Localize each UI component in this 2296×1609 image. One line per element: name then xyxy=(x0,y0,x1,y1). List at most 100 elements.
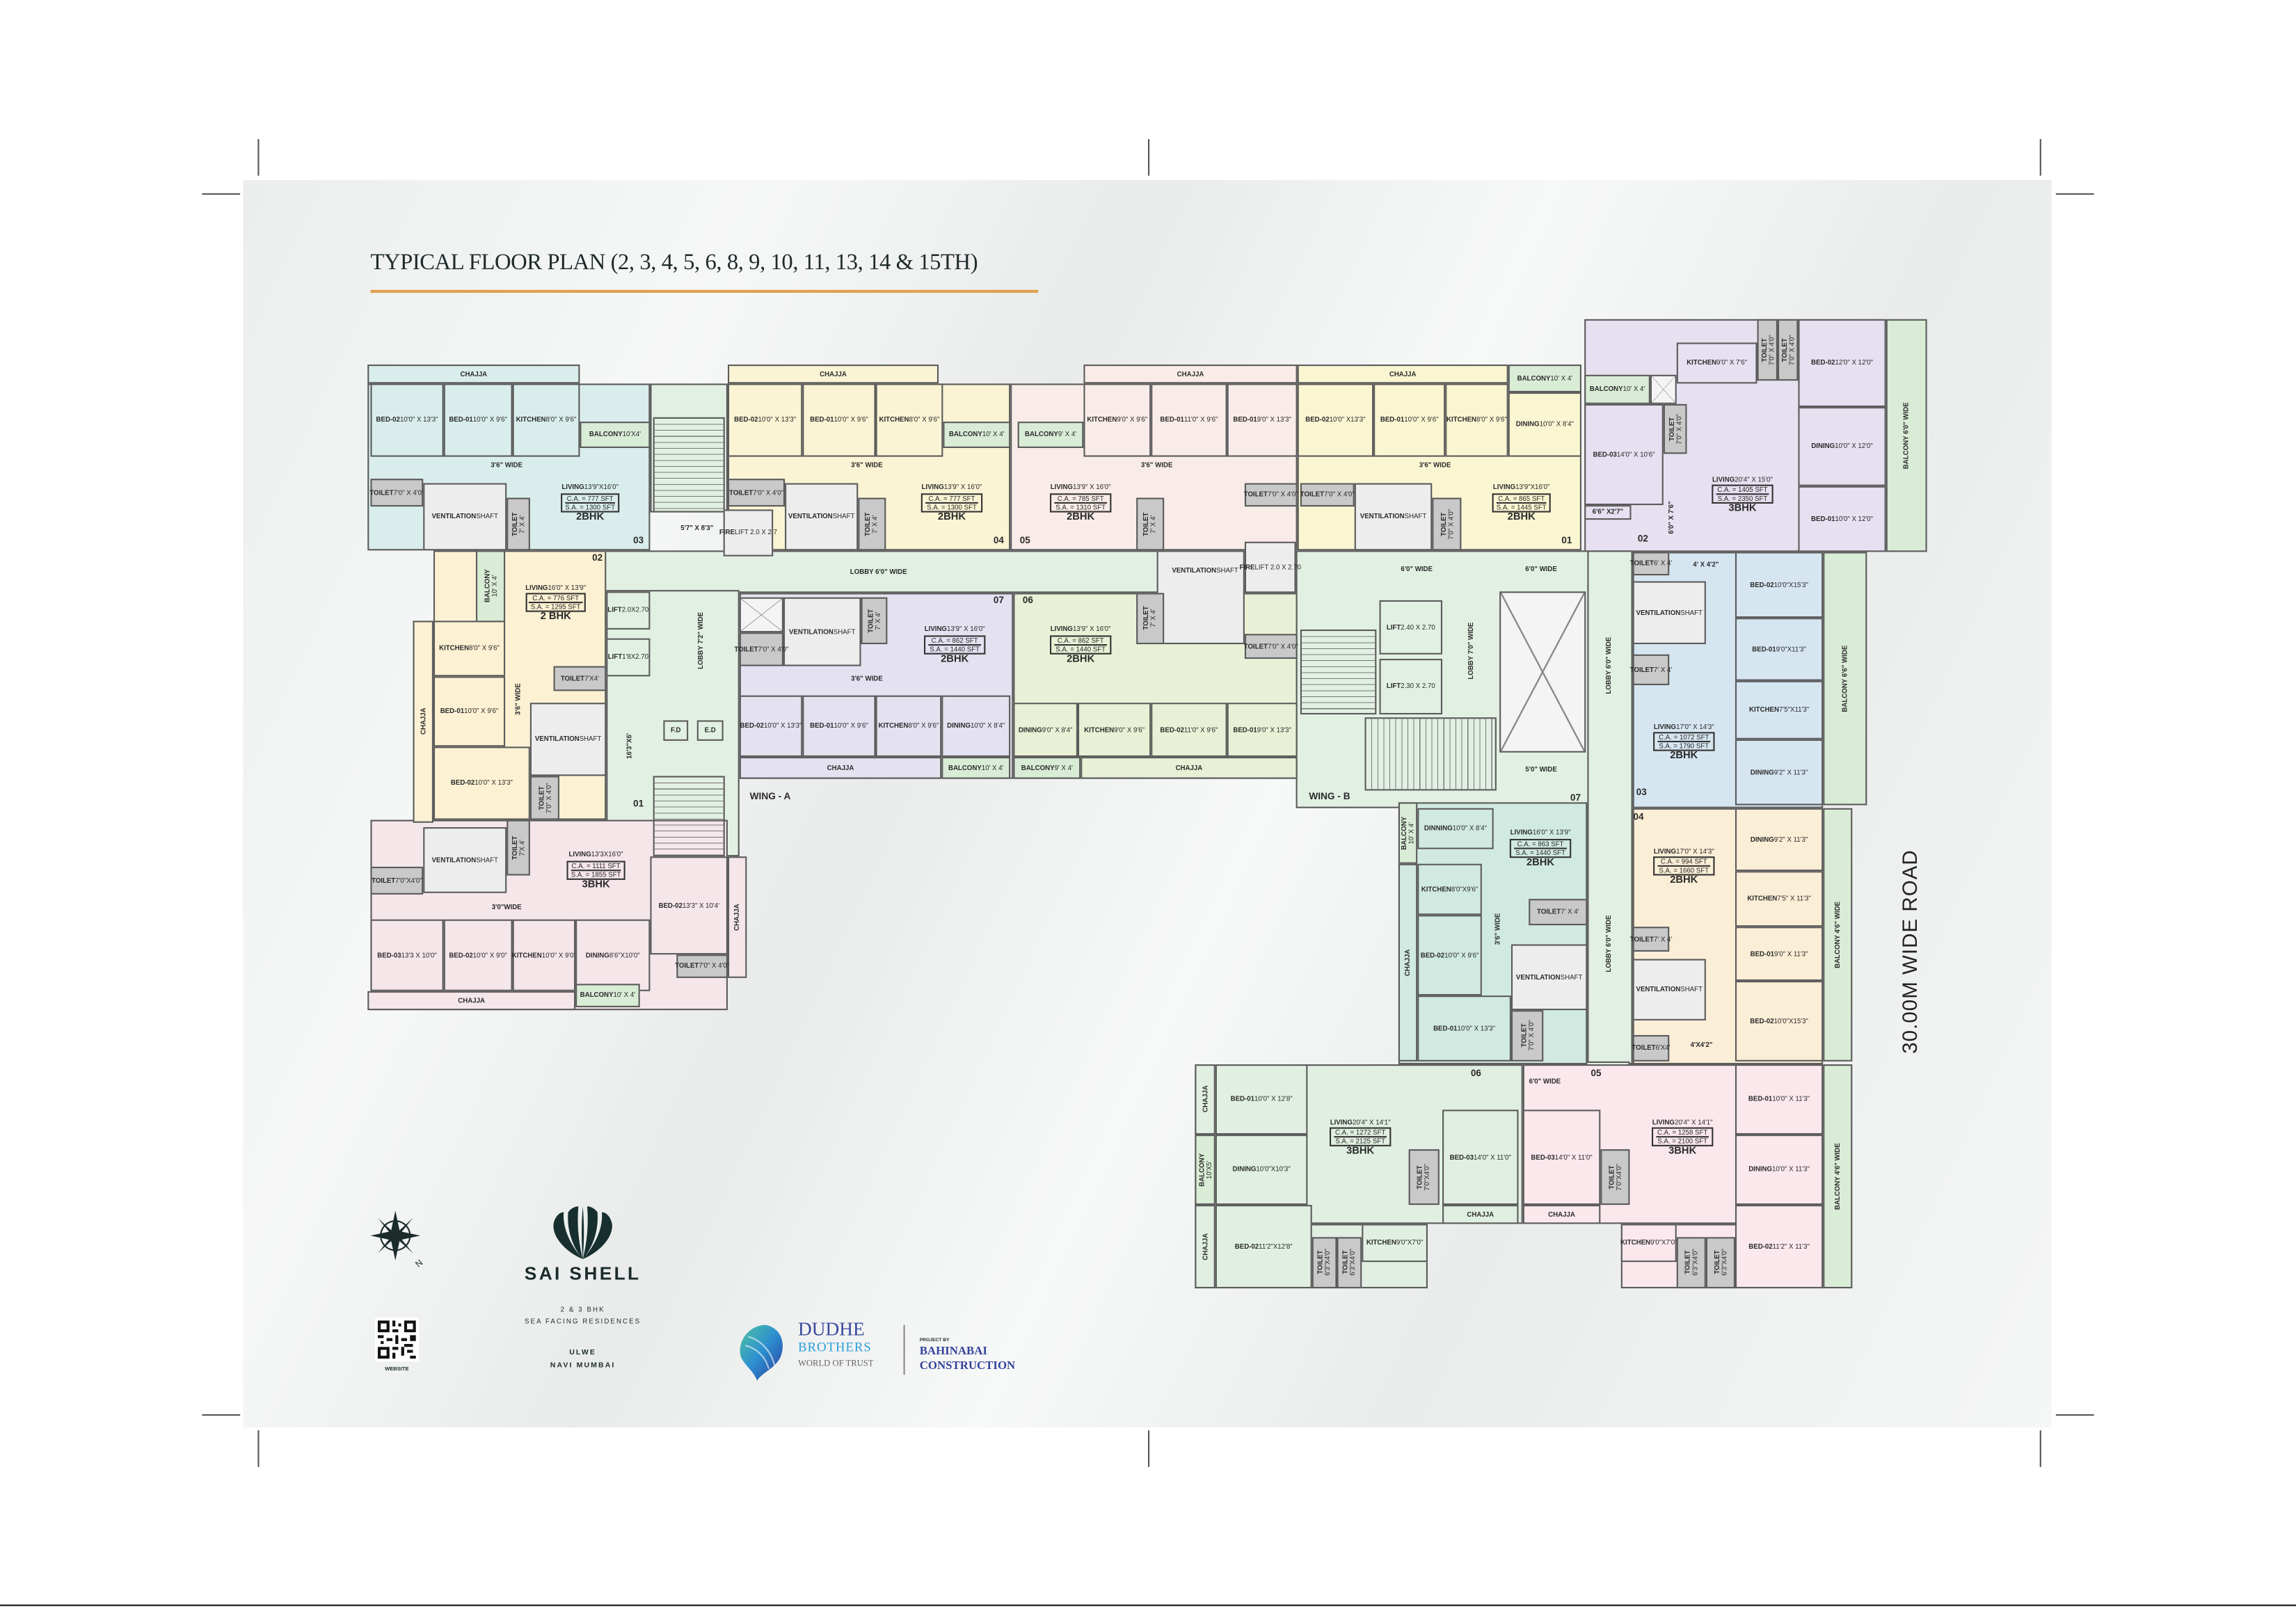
room-carpet-area: C.A. = 1111 SFT xyxy=(571,861,621,870)
room-fire: FIRELIFT 2.0 X 2.7 xyxy=(719,509,778,557)
room-name: CHAJJA xyxy=(1389,370,1417,378)
room-name: 03 xyxy=(1636,788,1647,799)
room-type: 3BHK xyxy=(1728,504,1757,515)
room-name: TOILET xyxy=(734,645,758,653)
room-chajja: CHAJJA xyxy=(1522,1205,1601,1224)
open-cutout xyxy=(1499,591,1586,753)
room-type: 2BHK xyxy=(937,512,966,522)
room-chajja: CHAJJA xyxy=(1195,1064,1215,1135)
room-name: LIVING xyxy=(1492,483,1516,491)
room-size: 7' X 4' xyxy=(1150,515,1158,534)
room-size: 10'0" X 11'3" xyxy=(1772,1096,1810,1103)
room-name: 05 xyxy=(1019,536,1030,547)
room-toilet: TOILET7' X 4' xyxy=(1629,654,1672,685)
room-name: BED-03 xyxy=(1449,1153,1474,1161)
room-size: 10'0" X 9'6" xyxy=(472,416,507,424)
room-name: FIRE xyxy=(1239,563,1255,571)
room-name: TOILET xyxy=(1629,666,1654,673)
room-name: VENTILATION xyxy=(431,856,477,864)
room-chajja: CHAJJA xyxy=(727,365,939,384)
room-size: 10'0" X 13'3" xyxy=(758,416,797,424)
room-name: 4' X 4'2" xyxy=(1693,561,1719,569)
room-carpet-area: C.A. = 865 SFT xyxy=(1498,494,1545,502)
room-name: BALCONY xyxy=(1517,374,1551,383)
room-name: LOBBY 7'0" WIDE xyxy=(1466,623,1474,680)
room-bed-01: BED-0110'0" X 9'6" xyxy=(433,676,506,747)
tagline-residences: SEA FACING RESIDENCES xyxy=(525,1318,641,1325)
room-size: 7' X 4' xyxy=(872,515,879,534)
crop-mark xyxy=(202,1414,241,1416)
room-3-6-wide: 3'6" WIDE xyxy=(468,457,544,474)
room-name: CHAJJA xyxy=(827,764,854,771)
room-name: LIVING xyxy=(568,851,591,859)
room-size: 9'0"X7'0" xyxy=(1396,1239,1424,1247)
room-name: LIVING xyxy=(1712,475,1735,483)
room-size: 7'0" X 4'0" xyxy=(1787,335,1796,365)
room-size: LIFT 2.0 X 2.7 xyxy=(734,529,778,537)
room-size: 11'2"X12'8" xyxy=(1259,1242,1293,1251)
room-dining: DINING9'2" X 11'3" xyxy=(1735,808,1824,872)
room-name: BED-01 xyxy=(1160,416,1184,424)
room-bed-02: BED-0210'0" X 13'3" xyxy=(370,383,444,457)
website-qr-code-icon[interactable] xyxy=(374,1318,419,1362)
room-ventilation: VENTILATIONSHAFT xyxy=(1632,581,1706,645)
room-toilet: TOILET6' X 4' xyxy=(1630,552,1672,576)
room-size: 6'X4' xyxy=(1655,1044,1671,1052)
room-name: CHAJJA xyxy=(1548,1210,1575,1218)
room-bed-02: BED-0210'0" X 13'3" xyxy=(727,383,803,457)
room-name: KITCHEN xyxy=(879,416,909,424)
room-3-0-wide: 3'0"WIDE xyxy=(468,899,544,916)
unit-number: 06 xyxy=(1017,593,1040,610)
room-name: CHAJJA xyxy=(460,370,488,378)
room-name: BED-02 xyxy=(449,951,473,959)
room-size: 9'0" X 11'3" xyxy=(1773,950,1808,958)
room-carpet-area: C.A. = 1258 SFT xyxy=(1657,1128,1708,1137)
room-name: 04 xyxy=(993,536,1004,547)
crop-mark xyxy=(1148,138,1149,176)
room-name: BED-01 xyxy=(1233,416,1257,424)
room-saleable-area: S.A. = 1295 SFT xyxy=(529,602,582,611)
room-name: TOILET xyxy=(1607,1164,1616,1190)
room-size: 12'0" X 12'0" xyxy=(1835,359,1874,367)
room-chajja: CHAJJA xyxy=(413,621,433,823)
room-type: 3BHK xyxy=(582,879,610,890)
room-name: 01 xyxy=(1561,536,1572,547)
room-name: TOILET xyxy=(1632,1044,1656,1052)
room-bed-02: BED-0210'0" X 9'0" xyxy=(443,919,513,991)
room-size: SHAFT xyxy=(579,735,602,743)
room-size: 6'3"X4'0" xyxy=(1324,1249,1332,1276)
page-title: TYPICAL FLOOR PLAN (2, 3, 4, 5, 6, 8, 9,… xyxy=(370,250,978,275)
room-size: 16'0" X 13'9" xyxy=(548,584,587,591)
room-name: BALCONY xyxy=(1021,764,1055,771)
room-size: 10'X4' xyxy=(622,431,641,439)
room-name: LIVING xyxy=(1510,828,1533,837)
room-size: 7'0"X4'0" xyxy=(1615,1163,1623,1191)
room-kitchen: KITCHEN9'0" X 9'6" xyxy=(1077,703,1151,758)
room-saleable-area: S.A. = 1440 SFT xyxy=(1053,643,1108,653)
room-name: 3'6" WIDE xyxy=(1494,913,1502,946)
room-ventilation: VENTILATIONSHAFT xyxy=(785,483,859,551)
room-carpet-area: C.A. = 862 SFT xyxy=(1057,636,1104,644)
room-size: 10'0" X 9'6" xyxy=(1444,951,1479,959)
room-size: 9'2" X 11'3" xyxy=(1773,835,1808,844)
room-dining: DINING10'0" X 12'0" xyxy=(1798,407,1886,486)
room-name: BED-02 xyxy=(734,416,758,424)
room-size: 2.30 X 2.70 xyxy=(1401,682,1435,691)
room-size: 9'0" X 9'6" xyxy=(1114,726,1145,734)
room-name: BALCONY xyxy=(949,431,982,439)
room-kitchen: KITCHEN7'5" X 11'3" xyxy=(1735,871,1824,927)
unit-number: 04 xyxy=(987,533,1011,550)
room-name: KITCHEN xyxy=(1421,886,1451,893)
room-name: BED-02 xyxy=(740,722,764,730)
room-kitchen: KITCHEN10'0" X 9'0" xyxy=(512,919,576,991)
room-name: BALCONY 6'0" WIDE xyxy=(1902,402,1911,470)
room-name: KITCHEN xyxy=(878,722,909,730)
room-size: 8'0" X 9'6" xyxy=(545,416,577,424)
